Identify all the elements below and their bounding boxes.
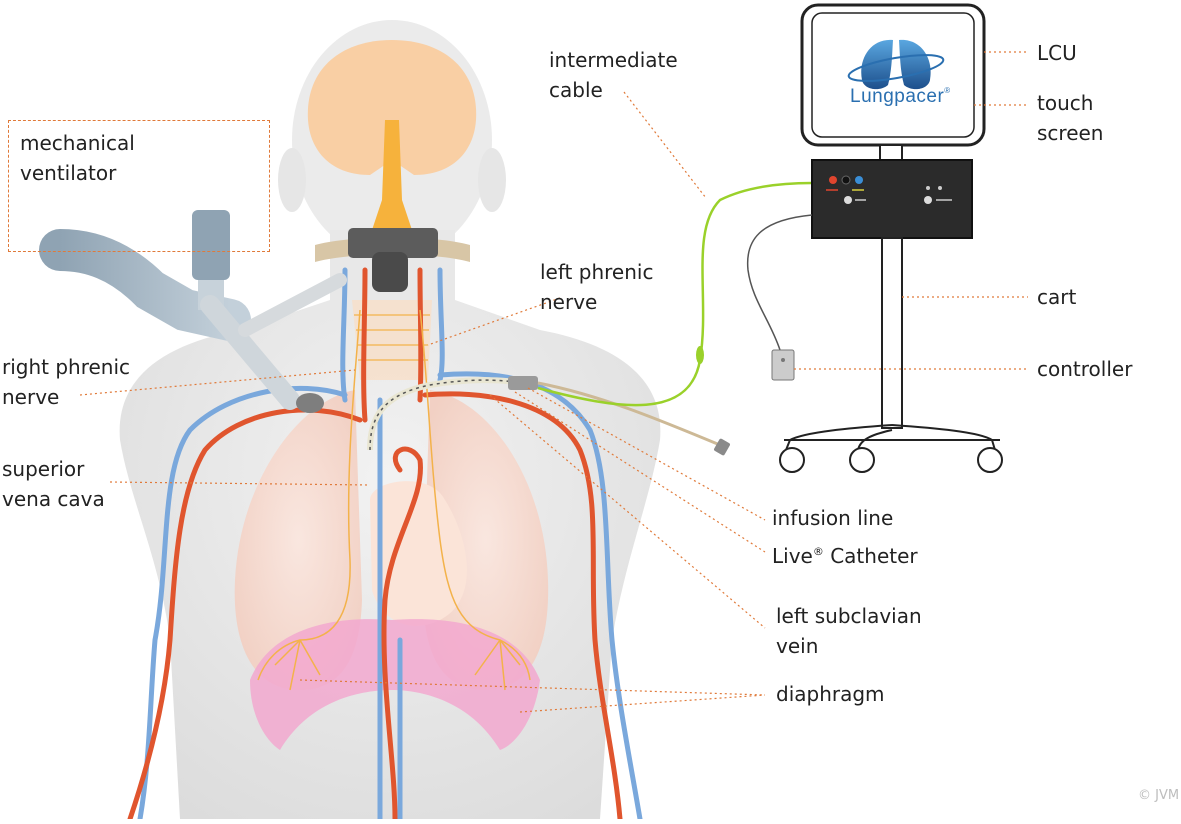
label-superior-vena-cava-line1: superior bbox=[2, 454, 105, 484]
label-superior-vena-cava-line2: vena cava bbox=[2, 484, 105, 514]
label-live-catheter: Live® Catheter bbox=[772, 541, 918, 575]
label-right-phrenic-nerve-line1: right phrenic bbox=[2, 352, 130, 382]
label-mechanical-ventilator-line2: ventilator bbox=[20, 158, 135, 188]
label-live-catheter-post: Catheter bbox=[824, 544, 918, 568]
label-left-phrenic-nerve-line1: left phrenic bbox=[540, 257, 653, 287]
label-left-subclavian-vein-line2: vein bbox=[776, 631, 922, 661]
label-infusion-line-text: infusion line bbox=[772, 503, 893, 533]
label-mechanical-ventilator: mechanical ventilator bbox=[20, 128, 135, 188]
label-lcu-text: LCU bbox=[1037, 38, 1077, 68]
copyright-notice: © JVM bbox=[1138, 788, 1179, 803]
cable-ferrite bbox=[696, 346, 704, 364]
label-right-phrenic-nerve-line2: nerve bbox=[2, 382, 130, 412]
logo-wordmark: Lungpacer® bbox=[850, 86, 951, 108]
label-diaphragm-text: diaphragm bbox=[776, 679, 885, 709]
label-left-phrenic-nerve: left phrenic nerve bbox=[540, 257, 653, 317]
label-left-subclavian-vein-line1: left subclavian bbox=[776, 601, 922, 631]
label-live-catheter-mark: ® bbox=[813, 545, 824, 558]
label-lcu: LCU bbox=[1037, 38, 1077, 68]
infusion-connector bbox=[713, 438, 730, 456]
label-infusion-line: infusion line bbox=[772, 503, 893, 533]
label-touch-screen-line2: screen bbox=[1037, 118, 1103, 148]
logo-wordmark-text: Lungpacer bbox=[850, 86, 944, 107]
label-touch-screen-line1: touch bbox=[1037, 88, 1103, 118]
label-controller-text: controller bbox=[1037, 354, 1132, 384]
label-intermediate-cable-line1: intermediate bbox=[549, 45, 678, 75]
label-intermediate-cable: intermediate cable bbox=[549, 45, 678, 105]
label-intermediate-cable-line2: cable bbox=[549, 75, 678, 105]
label-controller: controller bbox=[1037, 354, 1132, 384]
label-diaphragm: diaphragm bbox=[776, 679, 885, 709]
label-left-phrenic-nerve-line2: nerve bbox=[540, 287, 653, 317]
label-superior-vena-cava: superior vena cava bbox=[2, 454, 105, 514]
label-cart: cart bbox=[1037, 282, 1076, 312]
logo-wordmark-mark: ® bbox=[944, 86, 950, 95]
label-cart-text: cart bbox=[1037, 282, 1076, 312]
copyright-text: © JVM bbox=[1138, 788, 1179, 803]
label-mechanical-ventilator-line1: mechanical bbox=[20, 128, 135, 158]
label-live-catheter-pre: Live bbox=[772, 544, 813, 568]
label-left-subclavian-vein: left subclavian vein bbox=[776, 601, 922, 661]
label-right-phrenic-nerve: right phrenic nerve bbox=[2, 352, 130, 412]
label-touch-screen: touch screen bbox=[1037, 88, 1103, 148]
